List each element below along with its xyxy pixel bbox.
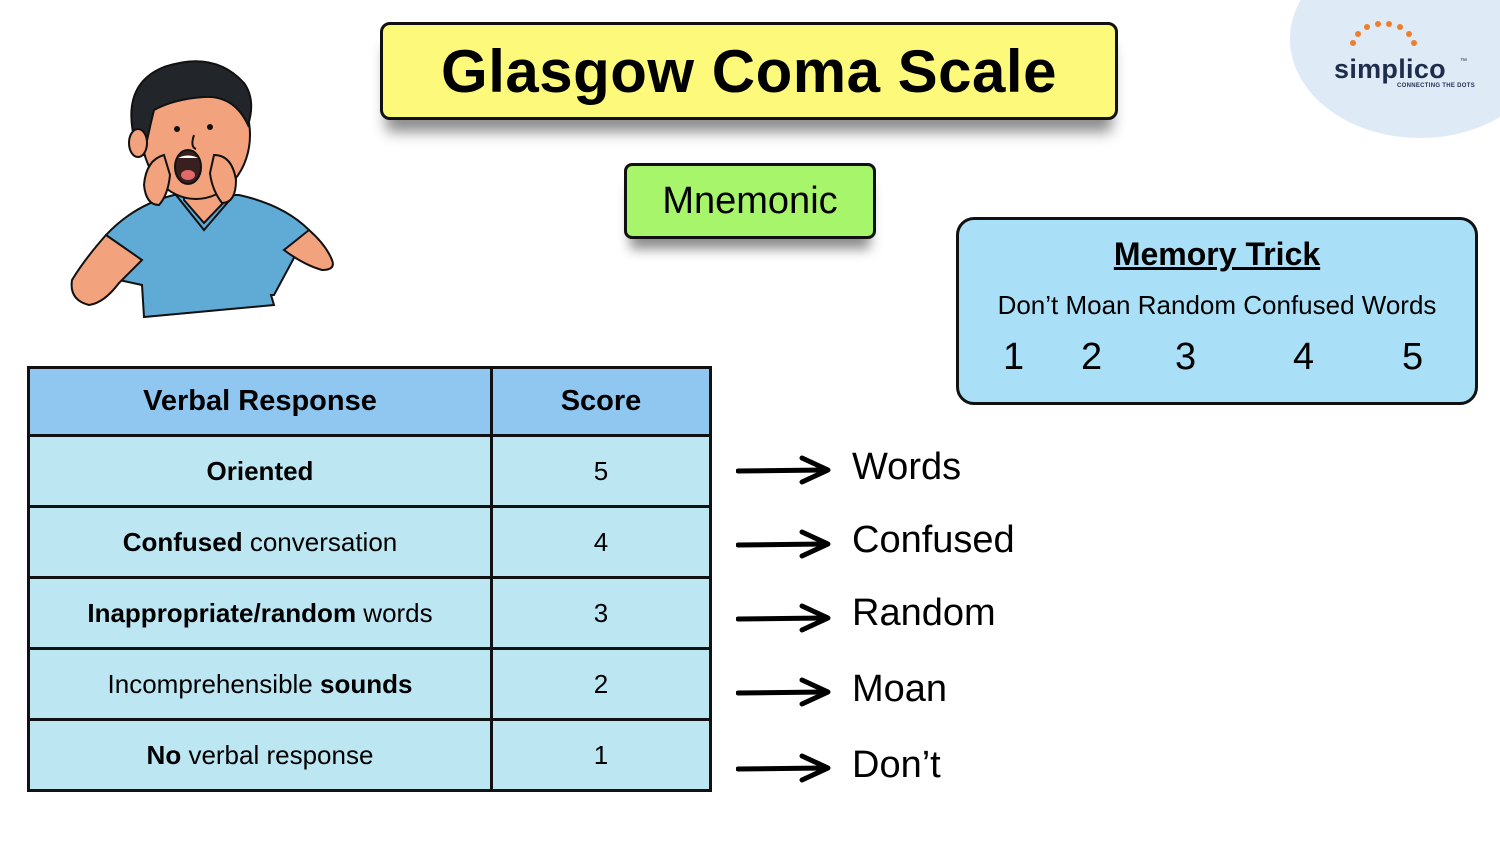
- right-arrow-icon: [736, 603, 831, 633]
- right-arrow-icon: [736, 529, 831, 559]
- table-row: Oriented 5: [27, 434, 712, 508]
- page-subtitle: Mnemonic: [662, 179, 838, 222]
- mnemonic-word: Words: [852, 446, 962, 488]
- score-cell: 5: [490, 434, 712, 508]
- logo-dots-icon: [1350, 21, 1417, 46]
- verbal-response-cell: Incomprehensible sounds: [27, 647, 493, 721]
- memory-trick-title: Memory Trick: [1113, 236, 1321, 272]
- header-verbal-response: Verbal Response: [27, 366, 493, 437]
- mnemonic-word: Confused: [852, 519, 1015, 561]
- score-cell: 3: [490, 576, 712, 650]
- right-arrow-icon: [736, 753, 831, 783]
- header-score: Score: [490, 366, 712, 437]
- memory-number: 4: [1293, 336, 1315, 378]
- simplico-logo: simplico ™ CONNECTING THE DOTS: [1330, 18, 1480, 96]
- memory-trick-phrase: Don’t Moan Random Confused Words: [997, 290, 1437, 320]
- response-text: Incomprehensible: [107, 668, 320, 699]
- subtitle-banner: Mnemonic: [624, 163, 876, 239]
- response-bold-text: Oriented: [206, 455, 314, 486]
- verbal-response-cell: No verbal response: [27, 718, 493, 792]
- logo-wordmark: simplico: [1334, 54, 1446, 84]
- memory-number: 3: [1175, 336, 1197, 378]
- page-title: Glasgow Coma Scale: [441, 37, 1057, 105]
- logo-tagline: CONNECTING THE DOTS: [1397, 83, 1476, 89]
- memory-number: 1: [1003, 336, 1025, 378]
- response-text: verbal response: [181, 739, 374, 770]
- mnemonic-word: Moan: [852, 668, 948, 710]
- mnemonic-word: Don’t: [852, 744, 941, 786]
- score-cell: 1: [490, 718, 712, 792]
- response-bold-text: No: [146, 739, 182, 770]
- shouting-person-illustration: [70, 60, 334, 319]
- verbal-response-cell: Oriented: [27, 434, 493, 508]
- score-cell: 4: [490, 505, 712, 579]
- response-bold-text: Inappropriate/random: [87, 597, 357, 628]
- response-text: conversation: [242, 526, 398, 557]
- verbal-response-cell: Inappropriate/random words: [27, 576, 493, 650]
- memory-number: 5: [1402, 336, 1424, 378]
- response-bold-text: sounds: [320, 668, 413, 699]
- response-bold-text: Confused: [122, 526, 243, 557]
- response-text: words: [356, 597, 433, 628]
- score-cell: 2: [490, 647, 712, 721]
- mnemonic-word: Random: [852, 592, 996, 634]
- verbal-response-cell: Confused conversation: [27, 505, 493, 579]
- right-arrow-icon: [736, 455, 831, 485]
- memory-trick-box: Memory Trick Don’t Moan Random Confused …: [956, 217, 1478, 405]
- table-header-row: Verbal Response Score: [27, 366, 712, 437]
- memory-number: 2: [1081, 336, 1103, 378]
- logo-trademark: ™: [1460, 58, 1467, 65]
- right-arrow-icon: [736, 677, 831, 707]
- title-banner: Glasgow Coma Scale: [380, 22, 1118, 120]
